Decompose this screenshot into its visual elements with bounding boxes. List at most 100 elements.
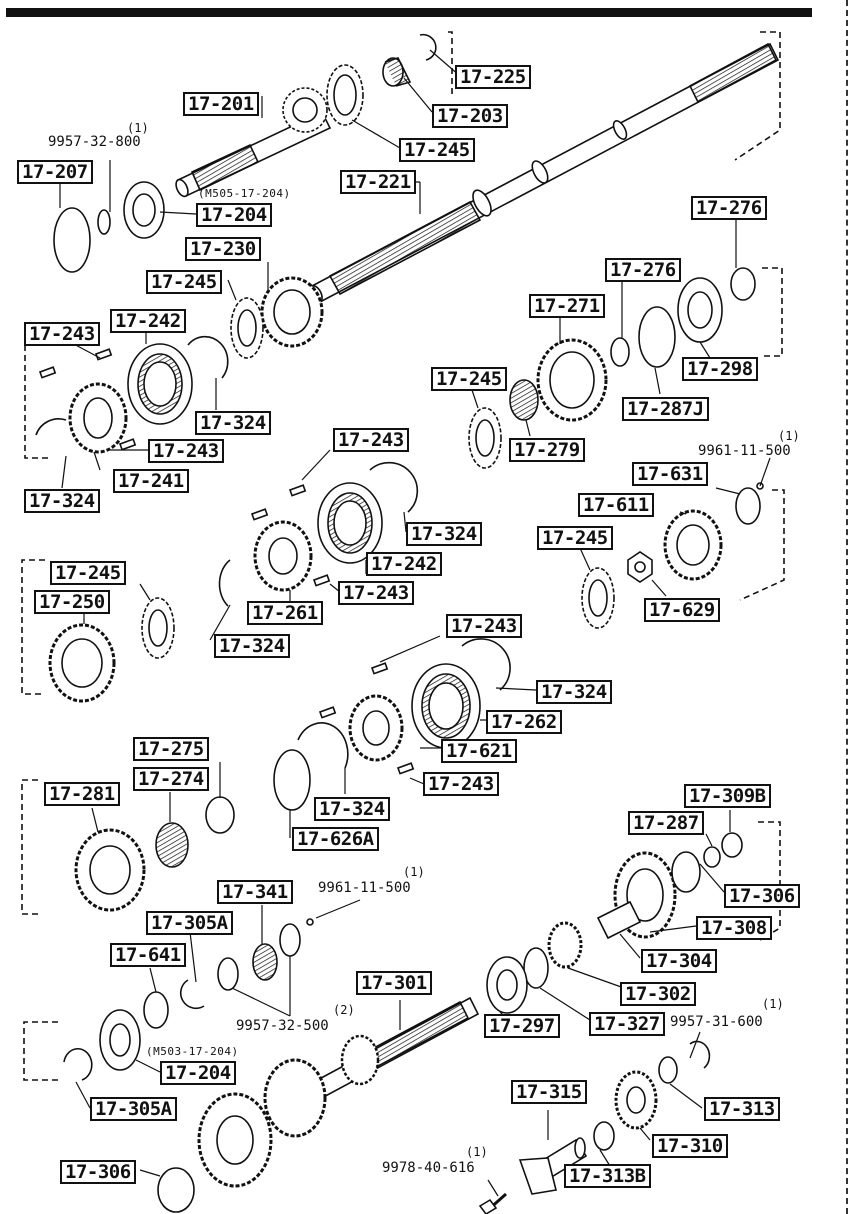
ring-17-207 (53, 207, 91, 273)
label-17-310: 17-310 (652, 1134, 728, 1158)
bearing-17-298 (677, 277, 723, 343)
hub-17-261 (253, 520, 313, 592)
key-17-243-i (396, 762, 415, 775)
bearing-17-306-b (157, 1167, 195, 1213)
key-17-243-d (288, 484, 307, 497)
label-17-204: 17-204 (196, 203, 272, 227)
label-17-261: 17-261 (247, 601, 323, 625)
label-17-225: 17-225 (455, 65, 531, 89)
key-17-243-h (318, 706, 337, 719)
synchro-ring-17-245-d (141, 597, 175, 659)
label-17-324: 17-324 (195, 411, 271, 435)
label-17-611: 17-611 (578, 493, 654, 517)
label-9978-40-616: 9978-40-616 (382, 1160, 475, 1176)
label-17-203: 17-203 (432, 104, 508, 128)
label-9957-32-500: 9957-32-500 (236, 1018, 329, 1034)
label-17-242: 17-242 (366, 552, 442, 576)
label-17-245: 17-245 (399, 138, 475, 162)
input-shaft-17-301 (197, 996, 480, 1188)
qty-9961-11-500: (1) (778, 429, 800, 443)
washer-17-313 (658, 1056, 678, 1084)
label-17-276: 17-276 (605, 258, 681, 282)
label-17-298: 17-298 (682, 357, 758, 381)
label-17-324: 17-324 (214, 634, 290, 658)
label-17-275: 17-275 (133, 737, 209, 761)
label-17-204: 17-204 (160, 1061, 236, 1085)
label-9957-32-800: 9957-32-800 (48, 134, 141, 150)
qty-9961-11-500: (1) (403, 865, 425, 879)
ring-17-641 (143, 991, 169, 1029)
label-17-243: 17-243 (446, 614, 522, 638)
label-17-641: 17-641 (110, 943, 186, 967)
bearing-17-297 (486, 956, 528, 1014)
bolt-9978-40-616 (478, 1192, 507, 1214)
washer-17-287 (703, 846, 721, 868)
key-17-243-f (312, 574, 331, 587)
snap-ring-17-305A-b (63, 1047, 93, 1081)
snap-ring-17-305A-a (179, 979, 205, 1010)
spring-17-324-c (369, 461, 419, 513)
label-17-276: 17-276 (691, 196, 767, 220)
gear-17-611 (663, 509, 723, 581)
label-17-207: 17-207 (17, 160, 93, 184)
ring-9957-32-800 (97, 209, 111, 235)
label-17-274: 17-274 (133, 767, 209, 791)
label-17-313: 17-313 (704, 1097, 780, 1121)
gear-17-250 (48, 623, 116, 703)
shaft-17-315 (518, 1137, 588, 1195)
label-17-262: 17-262 (486, 710, 562, 734)
idler-gear-17-310 (614, 1070, 658, 1130)
washer-17-313B (593, 1121, 615, 1151)
label-17-302: 17-302 (620, 982, 696, 1006)
label-17-243: 17-243 (338, 581, 414, 605)
label-17-243: 17-243 (423, 772, 499, 796)
label-M503-17-204: (M503-17-204) (146, 1045, 239, 1058)
gear-17-271 (536, 338, 608, 422)
gear-17-302 (547, 921, 583, 969)
ball-9961-11-500-a (756, 482, 764, 490)
key-17-243-c (118, 438, 137, 451)
label-17-241: 17-241 (113, 469, 189, 493)
key-17-243-b (38, 366, 57, 379)
ring-17-626A (273, 749, 311, 811)
label-17-245: 17-245 (431, 367, 507, 391)
qty-9957-31-600: (1) (762, 997, 784, 1011)
ring-9957-32-500-a (279, 923, 301, 957)
main-shaft-17-221 (309, 42, 780, 304)
label-17-324: 17-324 (536, 680, 612, 704)
ball-bearing-17-204-top (123, 181, 165, 239)
spring-17-324-f (297, 722, 349, 769)
spring-17-324-e (461, 638, 511, 691)
sleeve-17-262 (411, 663, 481, 749)
countershaft-17-201 (175, 87, 332, 198)
label-17-230: 17-230 (185, 237, 261, 261)
ring-17-287J (638, 306, 676, 368)
label-17-242: 17-242 (110, 309, 186, 333)
label-17-305A: 17-305A (90, 1097, 177, 1121)
washer-17-276-a (610, 337, 630, 367)
label-M505-17-204: (M505-17-204) (198, 187, 291, 200)
label-17-297: 17-297 (484, 1014, 560, 1038)
label-17-341: 17-341 (217, 880, 293, 904)
sleeve-17-242-a (127, 343, 193, 425)
snap-ring-17-225 (419, 33, 437, 61)
label-17-308: 17-308 (696, 916, 772, 940)
label-17-245: 17-245 (146, 270, 222, 294)
page-edge-dashed (846, 0, 848, 1214)
label-17-313B: 17-313B (564, 1164, 651, 1188)
key-17-243-e (250, 508, 269, 521)
hub-17-241 (68, 382, 128, 454)
ring-17-327 (523, 947, 549, 989)
spring-17-324-b (35, 418, 67, 436)
label-17-305A: 17-305A (146, 911, 233, 935)
ball-9961-11-500-b (306, 918, 314, 926)
label-17-271: 17-271 (529, 294, 605, 318)
ball-bearing-17-204-bottom (99, 1009, 141, 1071)
qty-9978-40-616: (1) (466, 1145, 488, 1159)
label-17-324: 17-324 (24, 489, 100, 513)
label-17-324: 17-324 (406, 522, 482, 546)
label-17-631: 17-631 (632, 462, 708, 486)
synchro-ring-17-245-top (326, 64, 364, 126)
label-17-201: 17-201 (183, 92, 259, 116)
